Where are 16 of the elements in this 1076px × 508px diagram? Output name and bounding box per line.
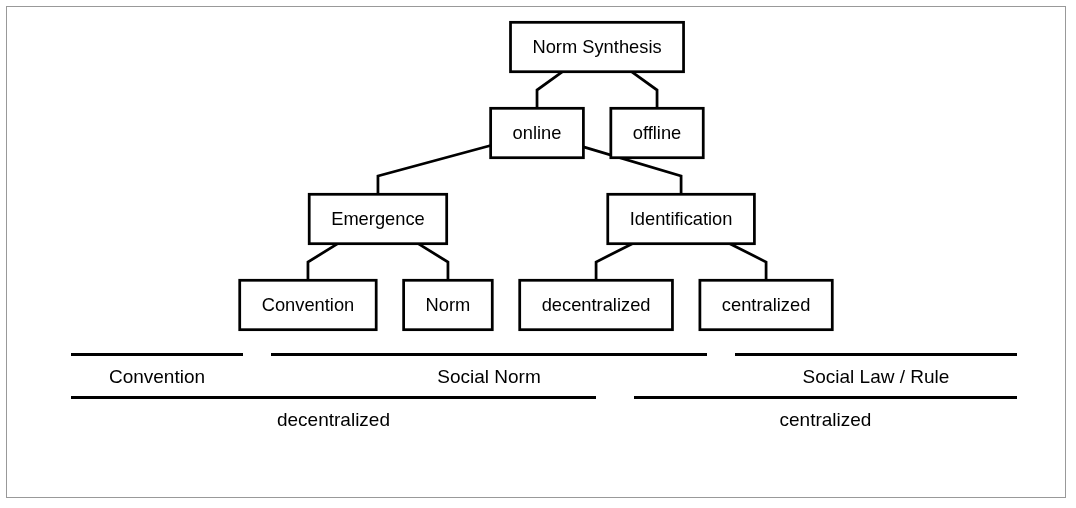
node-box: decentralized bbox=[518, 278, 674, 332]
node-box: Identification bbox=[606, 192, 756, 246]
node-box: online bbox=[489, 106, 585, 160]
connector bbox=[376, 144, 491, 195]
bracket-label: Social Law / Rule bbox=[735, 353, 1017, 388]
bracket-label: Social Norm bbox=[271, 353, 707, 388]
bracket-label: Convention bbox=[71, 353, 243, 388]
node-box: Emergence bbox=[307, 192, 449, 246]
node-box: offline bbox=[609, 106, 705, 160]
connector bbox=[583, 145, 683, 195]
node-box: Norm Synthesis bbox=[509, 20, 685, 74]
node-box: Convention bbox=[238, 278, 378, 332]
bracket-label: decentralized bbox=[71, 396, 596, 431]
node-box: centralized bbox=[698, 278, 834, 332]
bracket-label: centralized bbox=[634, 396, 1017, 431]
node-box: Norm bbox=[402, 278, 494, 332]
